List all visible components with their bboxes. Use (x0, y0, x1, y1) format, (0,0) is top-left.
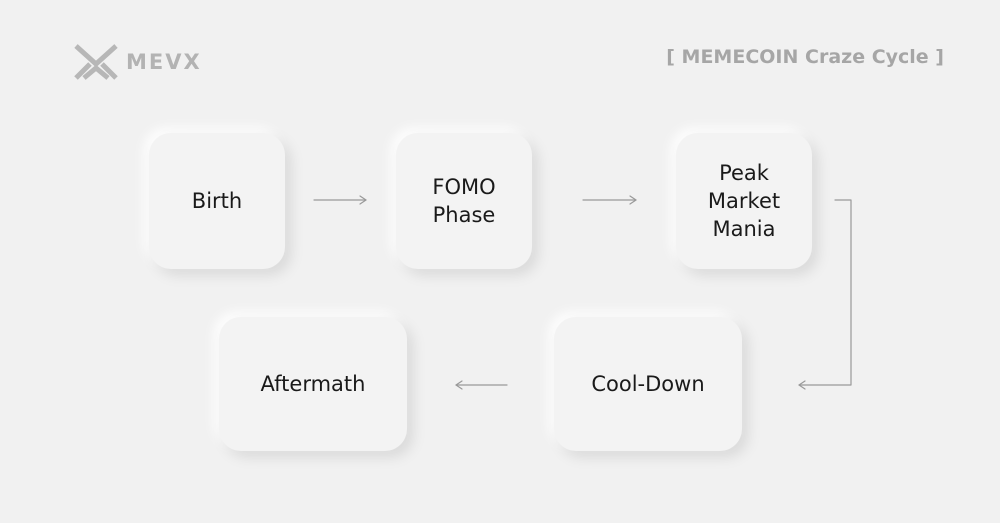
node-label-birth: Birth (191, 189, 243, 213)
node-peak-market-mania: Peak Market Mania (676, 133, 812, 269)
arrow-birth-to-fomo (313, 195, 367, 205)
page-title: [ MEMECOIN Craze Cycle ] (666, 46, 944, 68)
logo-wordmark: MEVX (126, 50, 202, 74)
arrow-peak-to-cooldown (798, 199, 852, 390)
node-label-cool-down: Cool-Down (591, 372, 705, 396)
brand-logo: MEVX (72, 42, 202, 82)
node-label-peak-market-mania: Peak Market Mania (707, 161, 781, 241)
arrow-fomo-to-peak (582, 195, 637, 205)
node-birth: Birth (149, 133, 285, 269)
node-aftermath: Aftermath (219, 317, 407, 451)
arrow-cooldown-to-aftermath (455, 380, 508, 390)
node-cool-down: Cool-Down (554, 317, 742, 451)
node-label-fomo-phase: FOMO Phase (432, 175, 496, 227)
mevx-logo-icon (74, 44, 118, 80)
node-label-aftermath: Aftermath (260, 372, 366, 396)
node-fomo-phase: FOMO Phase (396, 133, 532, 269)
